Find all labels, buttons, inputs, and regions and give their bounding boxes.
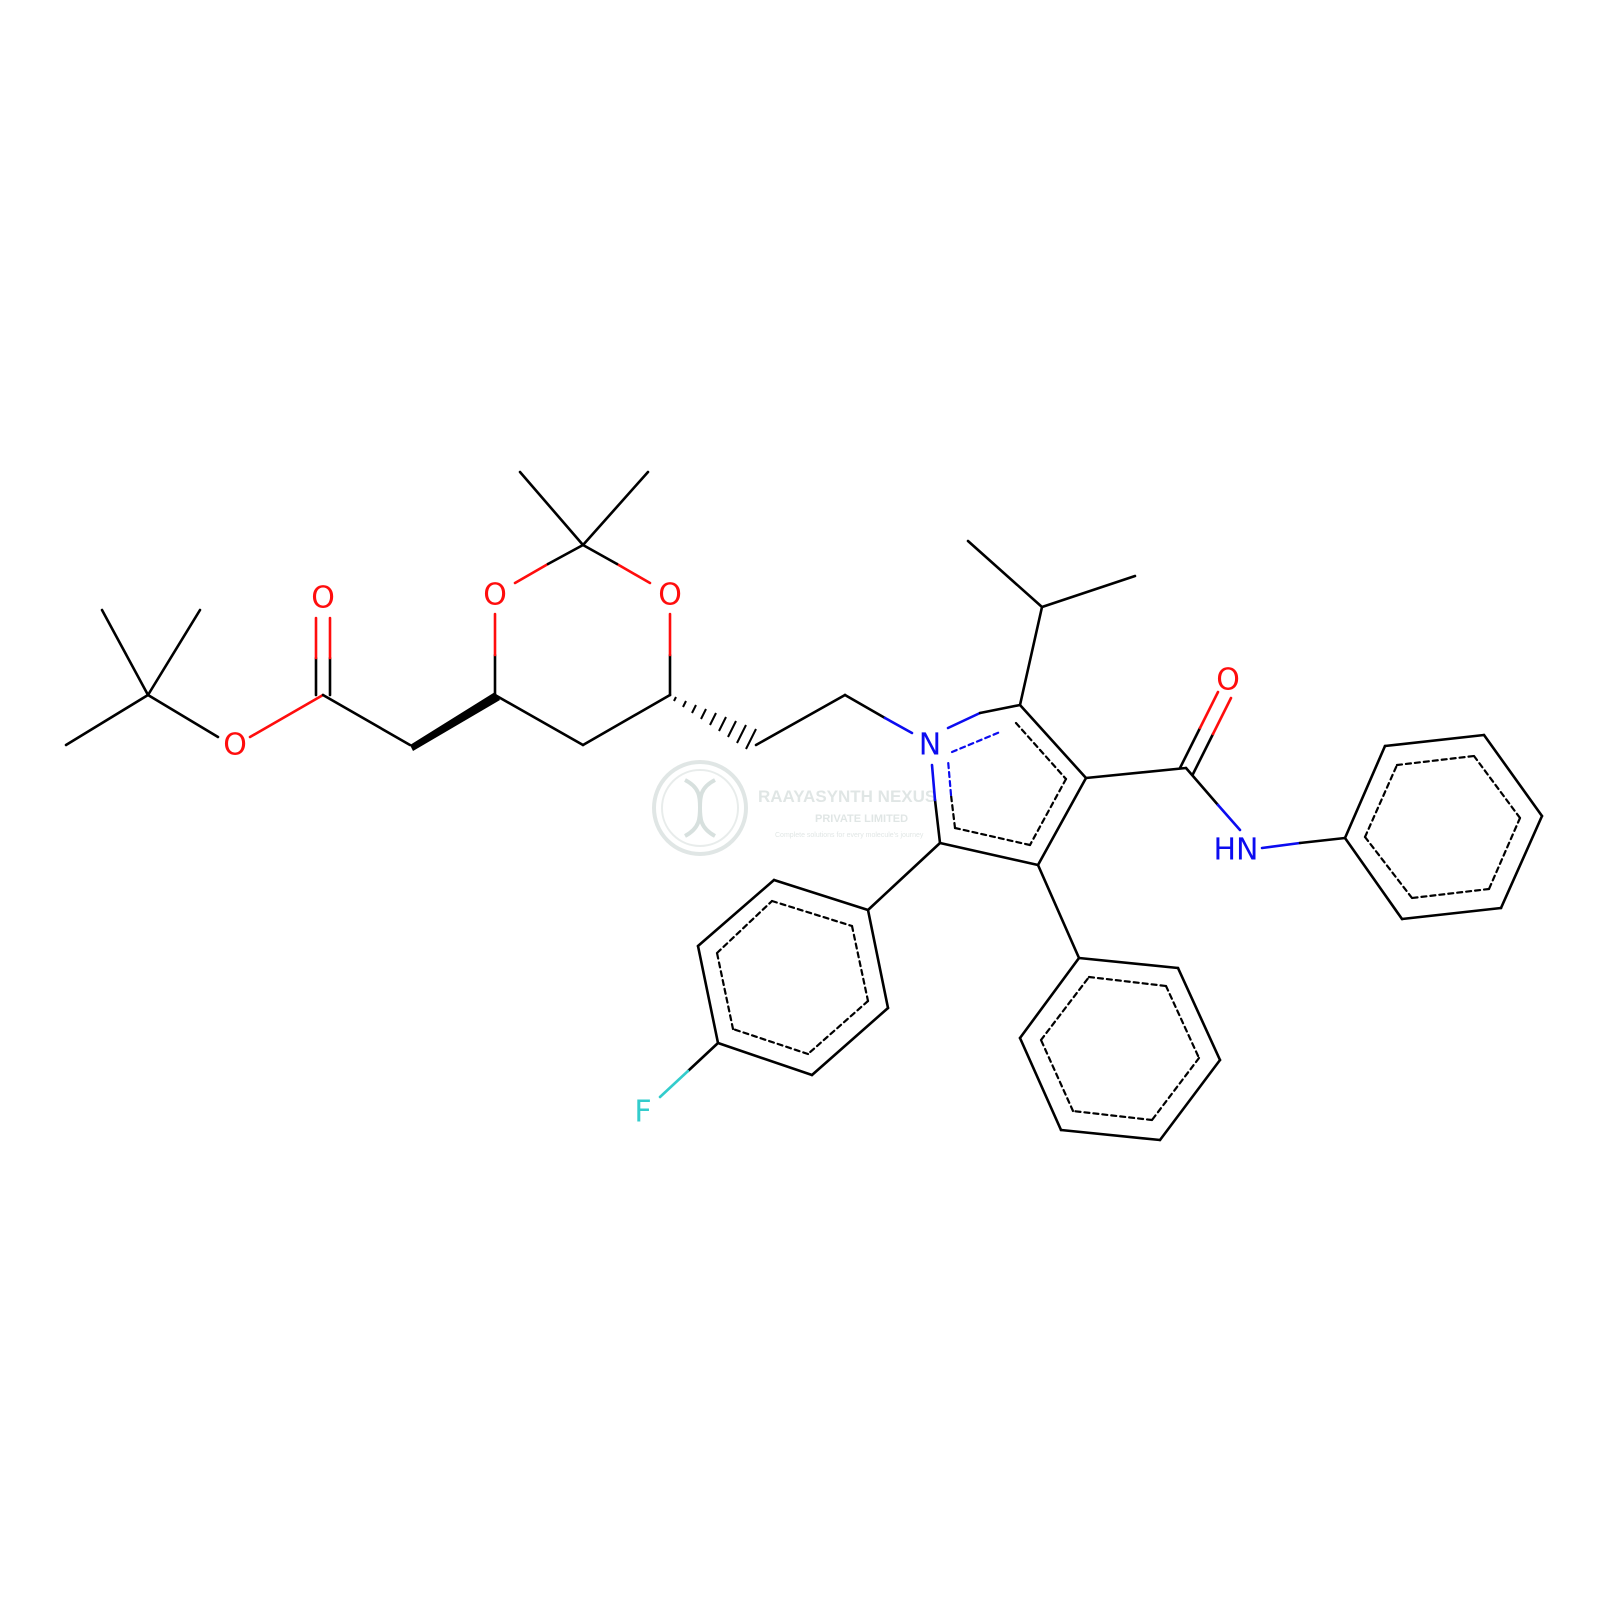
atom-n-pyrrole: N [919, 728, 941, 763]
bonds [64, 470, 1544, 1142]
atom-o-ester: O [223, 728, 247, 763]
watermark: RAAYASYNTH NEXUS PRIVATE LIMITED Complet… [652, 760, 936, 856]
atom-fluorine: F [634, 1095, 651, 1130]
atom-o-ring-right: O [658, 578, 682, 613]
atom-o-ring-left: O [483, 578, 507, 613]
watermark-tagline: Complete solutions for every molecule's … [775, 832, 924, 839]
hash-bond [673, 696, 757, 750]
watermark-logo-icon [652, 760, 748, 856]
watermark-subtitle: PRIVATE LIMITED [815, 813, 908, 825]
watermark-company: RAAYASYNTH NEXUS [758, 787, 936, 806]
atom-o-amide: O [1216, 663, 1240, 698]
atom-nh-amide: HN [1214, 833, 1259, 868]
atom-o-ester-carbonyl: O [311, 581, 335, 616]
atom-labels: O O O O N O HN F [223, 578, 1258, 1130]
wedge-bond [410, 692, 500, 751]
